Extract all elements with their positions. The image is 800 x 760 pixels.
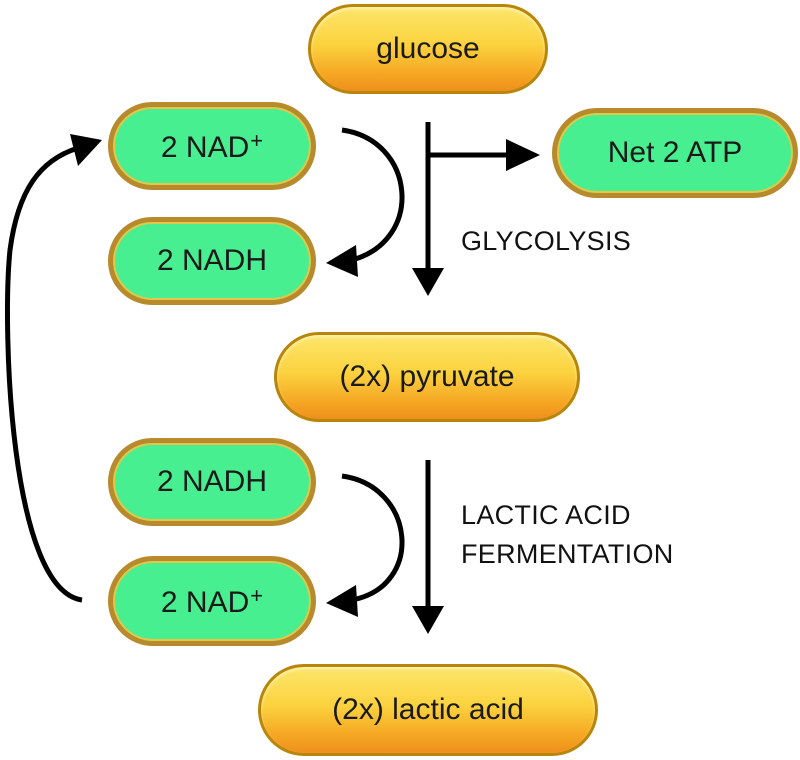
nadh-bottom-label: 2 NADH bbox=[156, 465, 268, 498]
nad-recycle-arrow bbox=[5, 145, 83, 603]
nad-to-nadh-curved-arrow bbox=[341, 127, 405, 263]
nadh-bottom-node: 2 NADH bbox=[108, 438, 316, 526]
nad-plus-bottom-node: 2 NAD+ bbox=[108, 556, 316, 646]
glucose-node: glucose bbox=[308, 4, 548, 94]
atp-branch-arrowhead bbox=[506, 139, 540, 171]
lactic-acid-label: (2x) lactic acid bbox=[332, 693, 524, 726]
lactic-acid-node: (2x) lactic acid bbox=[258, 664, 598, 756]
nadh-top-label: 2 NADH bbox=[156, 244, 268, 277]
nadh-to-nad-arrowhead bbox=[326, 585, 358, 617]
pyruvate-label: (2x) pyruvate bbox=[339, 360, 515, 393]
atp-node: Net 2 ATP bbox=[552, 108, 798, 198]
pyruvate-node: (2x) pyruvate bbox=[274, 332, 580, 422]
nad-plus-bottom-label: 2 NAD+ bbox=[160, 582, 264, 619]
glycolysis-label: GLYCOLYSIS bbox=[461, 226, 632, 256]
fermentation-label-line2: FERMENTATION bbox=[461, 539, 674, 569]
glycolysis-arrowhead bbox=[412, 268, 444, 296]
nad-to-nadh-arrowhead bbox=[326, 245, 358, 277]
fermentation-label-line1: LACTIC ACID bbox=[461, 500, 631, 530]
nad-plus-top-node: 2 NAD+ bbox=[108, 102, 316, 190]
nad-recycle-arrowhead bbox=[70, 134, 102, 166]
nadh-top-node: 2 NADH bbox=[108, 217, 316, 305]
atp-label: Net 2 ATP bbox=[607, 136, 743, 169]
glucose-label: glucose bbox=[376, 32, 480, 65]
fermentation-arrowhead bbox=[412, 606, 444, 634]
nadh-to-nad-curved-arrow bbox=[341, 473, 405, 603]
nad-plus-top-label: 2 NAD+ bbox=[160, 127, 264, 164]
